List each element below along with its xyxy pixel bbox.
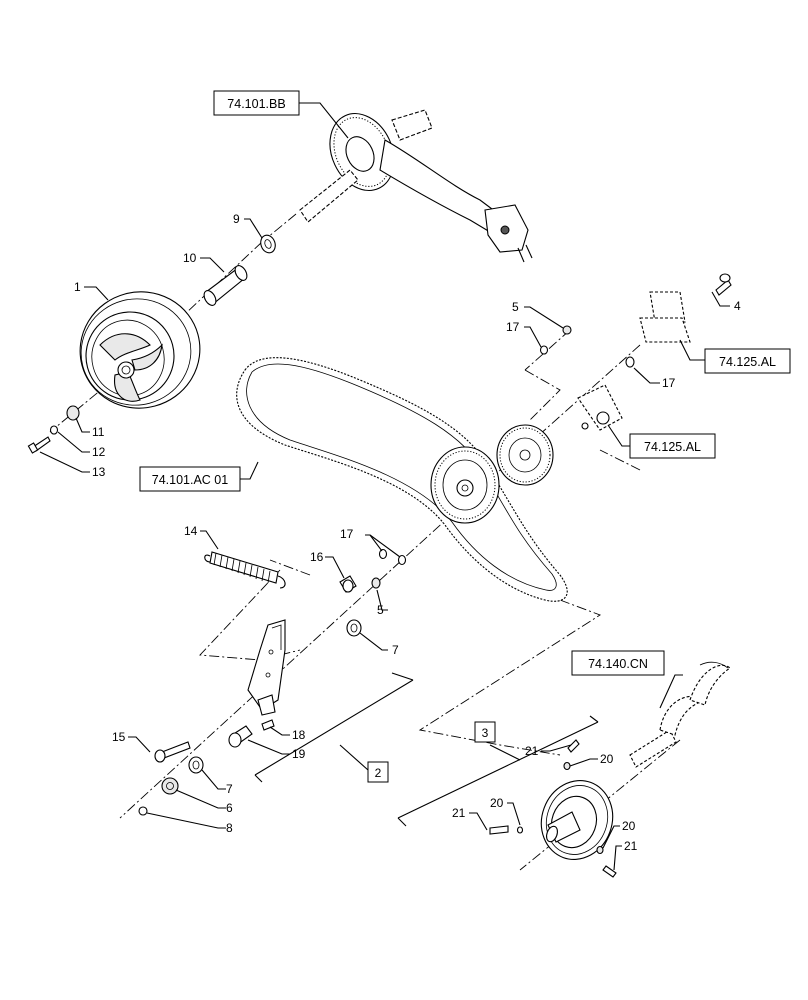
callout-19: 19 (292, 747, 306, 761)
tension-spring-part-14 (204, 551, 286, 589)
ref-box-74-140-cn[interactable]: 74.140.CN (571, 650, 665, 676)
washer-part-7-mid (346, 619, 362, 637)
callout-21-left: 21 (452, 806, 466, 820)
group-box-3[interactable]: 3 (474, 721, 496, 743)
hardware-5-17-top (539, 325, 635, 368)
callout-20-right: 20 (622, 819, 636, 833)
callout-21-right: 21 (624, 839, 638, 853)
callout-17-top: 17 (506, 320, 520, 334)
callout-5-mid: 5 (377, 603, 384, 617)
callout-7-mid: 7 (392, 643, 399, 657)
callout-numbers: 1 4 5 5 6 7 7 8 9 10 11 12 13 14 15 16 1… (74, 212, 741, 853)
ref-box-74-125-al-mid[interactable]: 74.125.AL (629, 433, 716, 459)
tensioner-arm (247, 619, 286, 731)
ref-label-74-101-bb: 74.101.BB (227, 97, 285, 111)
mounting-bracket-mid (577, 384, 623, 431)
drive-sheave-part-1 (79, 291, 201, 409)
callout-18: 18 (292, 728, 306, 742)
callout-13: 13 (92, 465, 106, 479)
drive-belt (236, 357, 568, 602)
ref-label-74-125-al-mid: 74.125.AL (644, 440, 701, 454)
callout-6: 6 (226, 801, 233, 815)
callout-21-top: 21 (525, 744, 539, 758)
callout-17-right: 17 (662, 376, 676, 390)
group-2-bracket (254, 672, 414, 783)
callout-20-left: 20 (490, 796, 504, 810)
idler-pulleys (430, 424, 554, 524)
hardware-lower-left (138, 725, 253, 816)
callout-16: 16 (310, 550, 324, 564)
ref-box-74-101-bb[interactable]: 74.101.BB (213, 90, 300, 116)
group-label-2: 2 (375, 766, 382, 780)
spacer-part-10 (203, 265, 248, 306)
callout-15: 15 (112, 730, 126, 744)
callout-8: 8 (226, 821, 233, 835)
ref-label-74-101-ac-01: 74.101.AC 01 (152, 473, 228, 487)
ref-box-74-101-ac-01[interactable]: 74.101.AC 01 (139, 466, 241, 492)
callout-12: 12 (92, 445, 106, 459)
callout-17-mid: 17 (340, 527, 354, 541)
callout-11: 11 (92, 425, 105, 439)
group-3-bracket (397, 715, 599, 827)
mounting-bracket-top (639, 273, 732, 343)
hardware-11-12-13 (27, 405, 80, 454)
group-box-2[interactable]: 2 (367, 761, 389, 783)
auger-shaft (629, 661, 731, 768)
ref-box-74-125-al-top[interactable]: 74.125.AL (704, 348, 791, 374)
ref-label-74-140-cn: 74.140.CN (588, 657, 648, 671)
callout-10: 10 (183, 251, 197, 265)
callout-5-top: 5 (512, 300, 519, 314)
callout-7-low: 7 (226, 782, 233, 796)
callout-20-top: 20 (600, 752, 614, 766)
rotor-shaft-assembly (299, 109, 533, 263)
auger-pulley (489, 739, 617, 878)
callout-4: 4 (734, 299, 741, 313)
callout-9: 9 (233, 212, 240, 226)
group-label-3: 3 (482, 726, 489, 740)
leader-lines (39, 102, 730, 871)
ref-label-74-125-al-top: 74.125.AL (719, 355, 776, 369)
hardware-16-17-5-mid (339, 548, 407, 593)
washer-part-9 (260, 234, 276, 254)
callout-14: 14 (184, 524, 198, 538)
callout-1: 1 (74, 280, 81, 294)
